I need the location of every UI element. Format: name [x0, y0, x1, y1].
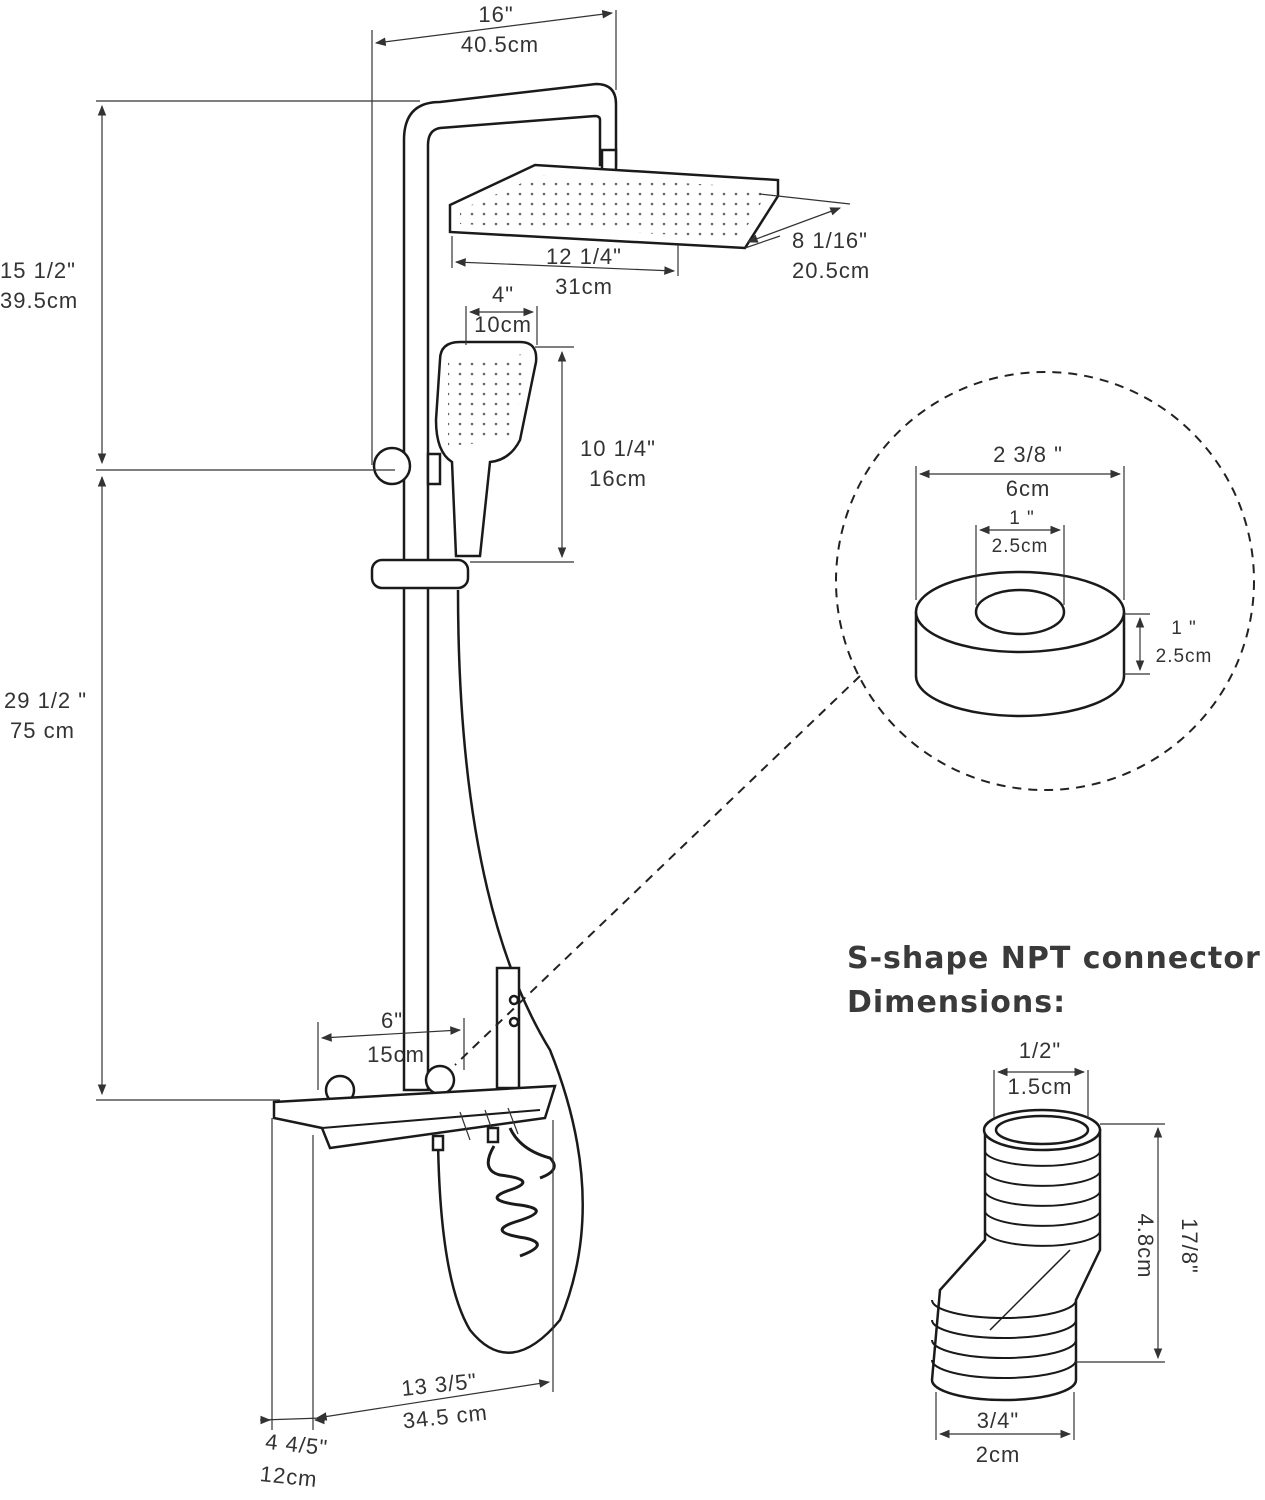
slide-bar-holder	[370, 558, 470, 590]
shower-system-drawing	[272, 82, 780, 1354]
ring-outer-in: 2 3/8 "	[993, 442, 1063, 467]
ring-outer-cm: 6cm	[1006, 476, 1051, 501]
thermostatic-shelf	[272, 1084, 557, 1150]
shower-hose	[436, 589, 584, 1354]
spring-coil	[486, 1145, 539, 1258]
handheld-length-cm: 16cm	[589, 466, 647, 491]
lower-height-in: 29 1/2 "	[4, 688, 87, 713]
upper-height-in: 15 1/2"	[0, 258, 76, 283]
handheld-width-in: 4"	[492, 282, 514, 307]
ring-inner-in: 1 "	[1009, 508, 1035, 529]
head-width-in: 12 1/4"	[546, 244, 622, 269]
handheld-width-cm: 10cm	[474, 312, 532, 337]
connector-height-cm: 4.8cm	[1133, 1214, 1158, 1279]
shower-head-nozzles	[460, 175, 770, 238]
handheld-nozzles	[448, 354, 528, 446]
top-width-cm: 40.5cm	[461, 32, 539, 57]
s-shape-connector-drawing	[930, 1108, 1102, 1402]
callout-leader-line	[454, 675, 861, 1066]
ring-thickness-cm: 2.5cm	[1156, 646, 1213, 667]
ring-detail-callout: 2 3/8 " 6cm 1 " 2.5cm 1 " 2.5cm	[454, 371, 1255, 1066]
connector-bottom-cm: 2cm	[976, 1442, 1021, 1467]
shelf-depth-in: 4 4/5"	[264, 1429, 329, 1460]
valve-right	[424, 1064, 456, 1096]
valve-spacing-cm: 15cm	[367, 1042, 425, 1067]
ring-hole	[974, 588, 1066, 636]
connector-height-in: 17/8"	[1177, 1218, 1202, 1274]
shower-dimension-lines	[96, 9, 851, 1430]
connector-bottom-in: 3/4"	[977, 1408, 1019, 1433]
connector-title-line1: S-shape NPT connector	[847, 941, 1261, 976]
valve-spacing-in: 6"	[381, 1008, 403, 1033]
holder-clip	[426, 452, 442, 486]
shower-dimension-labels: 16" 40.5cm 15 1/2" 39.5cm 29 1/2 " 75 cm…	[0, 2, 870, 1492]
connector-title-line2: Dimensions:	[847, 985, 1066, 1020]
connector-top-cm: 1.5cm	[1008, 1074, 1073, 1099]
connector-top-in: 1/2"	[1019, 1038, 1061, 1063]
ring-inner-cm: 2.5cm	[992, 536, 1049, 557]
head-width-cm: 31cm	[555, 274, 613, 299]
head-depth-cm: 20.5cm	[792, 258, 870, 283]
shower-arm-joint	[600, 148, 618, 172]
ring-thickness-in: 1 "	[1171, 618, 1197, 639]
diverter-spout	[495, 966, 521, 1090]
connector-section: S-shape NPT connector Dimensions: 1/2" 1…	[847, 941, 1261, 1467]
shelf-depth-cm: 12cm	[259, 1461, 319, 1492]
lower-height-cm: 75 cm	[10, 718, 75, 743]
upper-height-cm: 39.5cm	[0, 288, 78, 313]
shelf-length-cm: 34.5 cm	[402, 1400, 489, 1434]
shelf-length-in: 13 3/5"	[400, 1368, 478, 1401]
detail-circle	[835, 371, 1255, 791]
head-depth-in: 8 1/16"	[792, 228, 868, 253]
wall-bracket	[372, 446, 412, 486]
top-width-in: 16"	[478, 2, 513, 27]
handheld-length-in: 10 1/4"	[580, 436, 656, 461]
